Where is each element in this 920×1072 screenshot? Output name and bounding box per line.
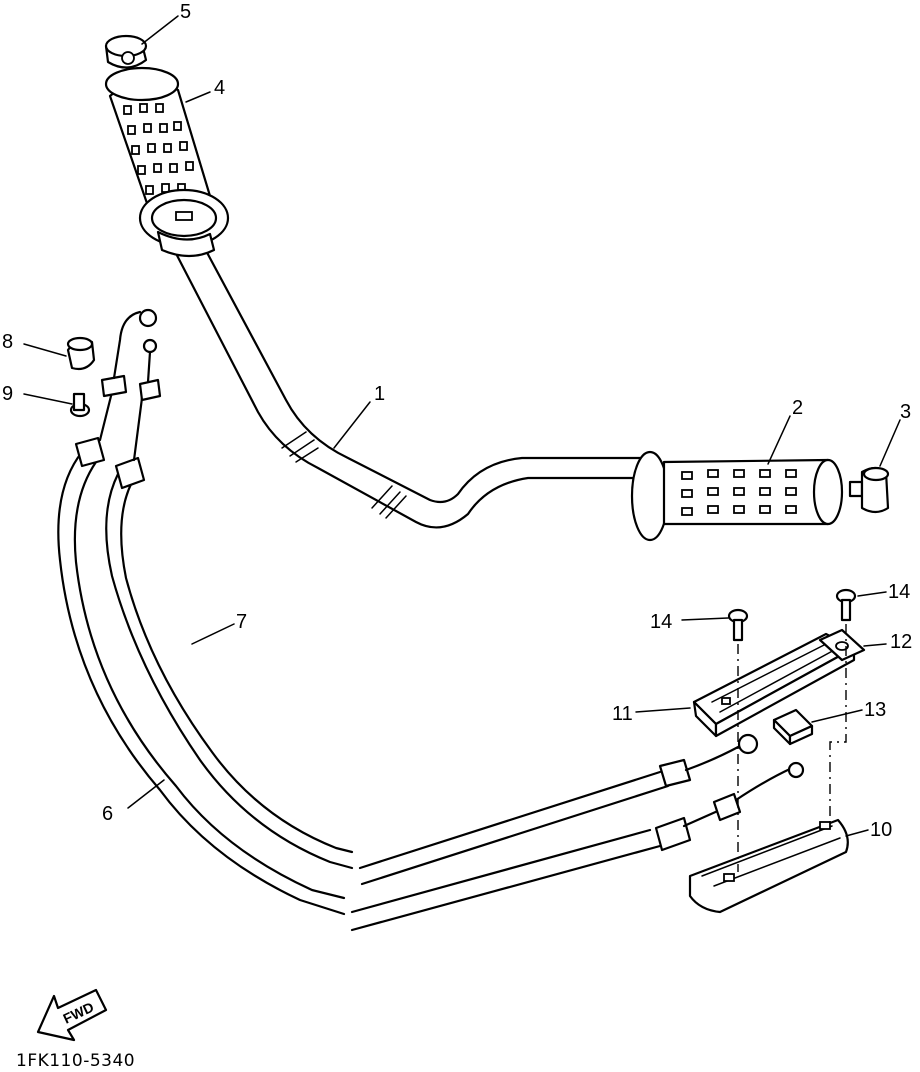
forward-direction-arrow: FWD: [36, 988, 108, 1042]
callout-7: 7: [236, 611, 247, 633]
grip-pattern-holes: [123, 103, 194, 195]
callout-13: 13: [864, 699, 886, 721]
throttle-grip-part-4: [104, 66, 230, 258]
callout-3: 3: [900, 401, 911, 423]
block-part-13: [772, 708, 814, 746]
bar-end-part-3: [848, 466, 890, 514]
handlebar-clamp-mark-2: [371, 485, 407, 519]
callout-9: 9: [2, 383, 13, 405]
callout-10: 10: [870, 819, 892, 841]
right-grip-pattern-holes: [681, 469, 797, 516]
callout-labels: 1 2 3 4 5 6 7 8 9 10 11 12 13 14 14: [2, 1, 912, 841]
grip-end-cap-part-5: [104, 34, 148, 69]
handlebar-part-1: [166, 230, 652, 529]
callout-8: 8: [2, 331, 13, 353]
callout-1: 1: [374, 383, 385, 405]
handlebar-clamp-mark-1: [281, 431, 319, 463]
callout-leaders: [23, 15, 901, 837]
callout-14-left: 14: [650, 611, 672, 633]
screw-part-14-left: [727, 608, 749, 642]
callout-2: 2: [792, 397, 803, 419]
switch-housing-part-10: [688, 818, 849, 914]
callout-4: 4: [214, 77, 225, 99]
screw-part-9: [69, 392, 91, 418]
plate-part-12: [818, 628, 866, 662]
callout-5: 5: [180, 1, 191, 23]
callout-12: 12: [890, 631, 912, 653]
right-grip-part-2: [630, 450, 844, 542]
callout-11: 11: [612, 703, 633, 725]
callout-14-right: 14: [888, 581, 910, 603]
assembly-guide-lines: [737, 624, 847, 872]
screw-part-14-right: [835, 588, 857, 622]
throttle-cable-part-6: [57, 308, 805, 932]
callout-6: 6: [102, 803, 113, 825]
diagram-code: 1FK110-5340: [16, 1051, 135, 1071]
throttle-cable-part-7: [105, 338, 759, 886]
switch-housing-part-11: [692, 632, 856, 738]
cable-clip-part-8: [66, 336, 96, 371]
